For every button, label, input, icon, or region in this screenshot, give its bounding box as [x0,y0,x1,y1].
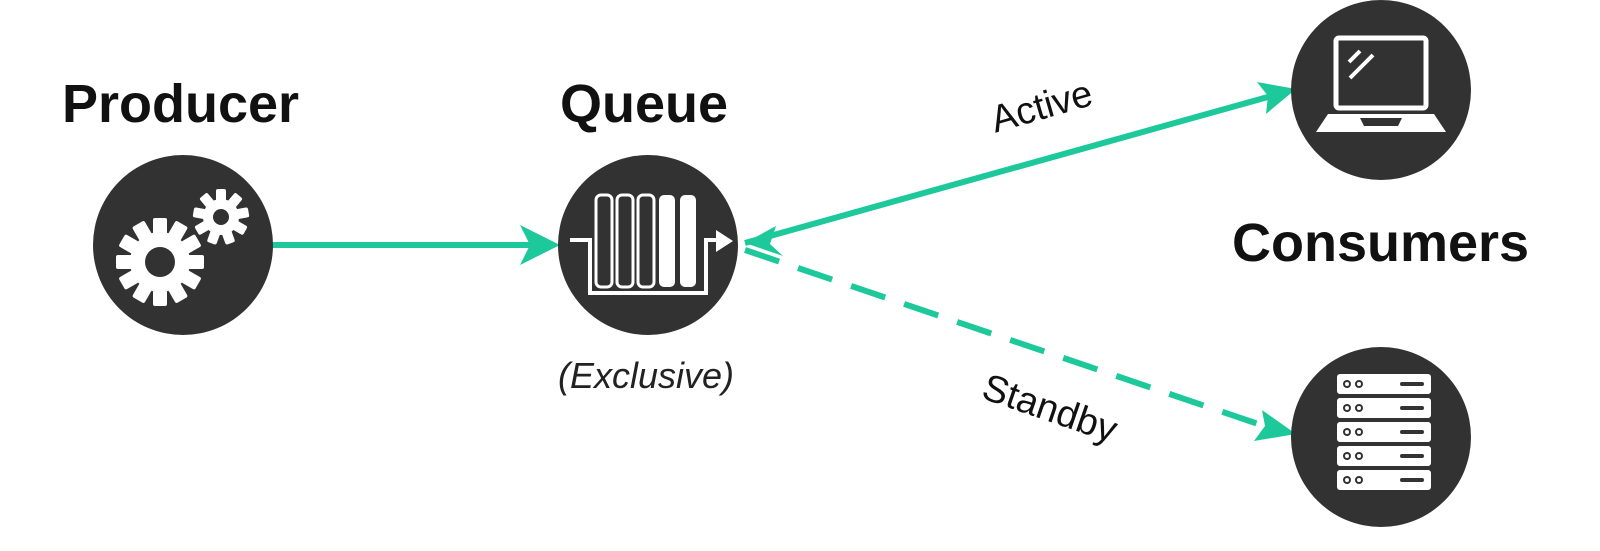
edge-queue-to-standby [744,247,1296,441]
consumers-label: Consumers [1232,213,1530,273]
queue-label: Queue [560,74,729,134]
gears-icon [116,189,250,306]
edge-producer-to-queue [272,225,560,265]
arrowhead [1257,82,1296,114]
queue-node [558,155,738,335]
edge-queue-to-active [744,82,1296,256]
server-rack-icon [1337,374,1431,490]
arrowhead [520,225,560,265]
producer-node [93,155,273,335]
producer-label: Producer [62,74,300,134]
laptop-icon [1316,35,1446,132]
arrowhead [1254,410,1296,441]
arrowhead-start [745,226,783,256]
queue-sublabel: (Exclusive) [558,355,735,396]
queue-icon [570,193,733,295]
consumer-active-node [1291,0,1471,180]
consumer-standby-node [1291,347,1471,527]
